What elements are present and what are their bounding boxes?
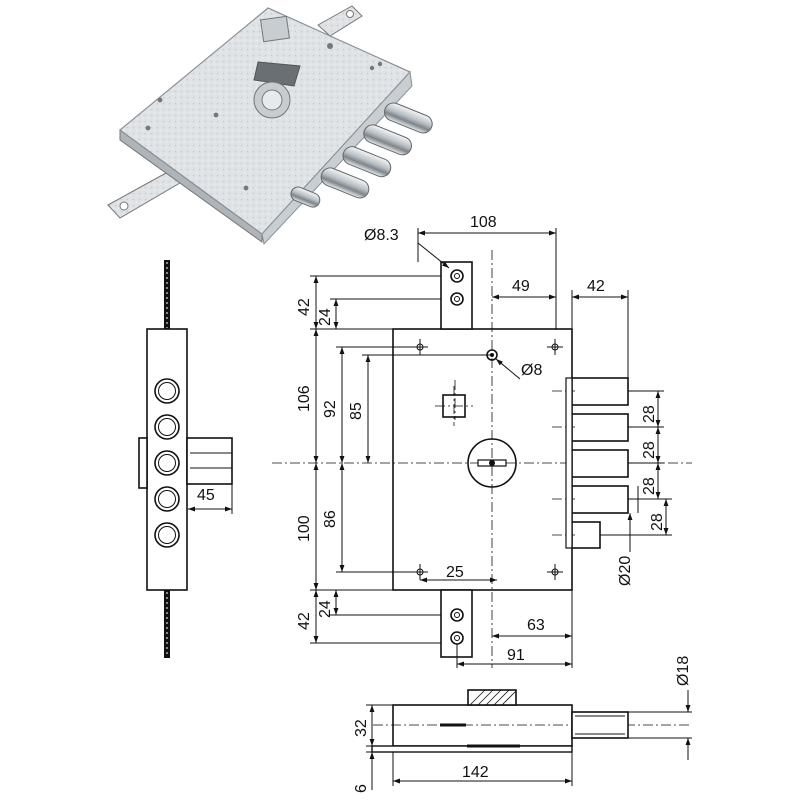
lock-product-photo: [107, 5, 433, 246]
dim-bolt-pitch-2: 28: [641, 441, 658, 459]
key-cylinder: [467, 438, 517, 488]
dim-front-top-offset: 42: [296, 298, 313, 316]
case-section: [392, 704, 573, 747]
main-elevation: 108 49 42 Ø8.3 Ø8 42 24 106 92 85 100 86: [272, 214, 692, 668]
dim-top-width: 108: [470, 214, 497, 231]
photo-bolts: [290, 102, 433, 208]
dim-upper-height: 106: [296, 385, 313, 412]
dim-side-throw: 45: [197, 487, 215, 504]
dim-front-bottom-inner: 24: [317, 600, 334, 618]
dim-bolt-pitch-4: 28: [649, 513, 666, 531]
dim-top-offset: 49: [512, 278, 530, 295]
dim-case-length: 142: [462, 764, 489, 781]
dim-backset-small: 25: [446, 564, 464, 581]
dim-lower-height: 100: [296, 515, 313, 542]
dim-bolt-pitch-3: 28: [641, 477, 658, 495]
dim-bolt-dia: Ø18: [675, 656, 692, 686]
dim-front-top-inner: 24: [317, 308, 334, 326]
front-view: 45: [138, 260, 233, 658]
dim-plate-thickness: 6: [353, 784, 370, 793]
dim-bolt-throw: 42: [587, 278, 605, 295]
section-view: Ø18 32 6 142: [353, 656, 692, 793]
dim-case-thickness: 32: [353, 719, 370, 737]
dim-backset: 63: [527, 617, 545, 634]
dim-front-bottom-offset: 42: [296, 612, 313, 630]
dim-hole-dia: Ø8.3: [364, 227, 399, 244]
dim-backset-total: 91: [507, 647, 525, 664]
front-bolt-heads: [154, 378, 180, 548]
dim-lower-inner: 86: [322, 510, 339, 528]
dim-bolt-pitch-1: 28: [641, 405, 658, 423]
dim-pin-dia: Ø8: [521, 362, 542, 379]
deadbolts-side: [552, 377, 629, 549]
dim-key-offset: 85: [348, 402, 365, 420]
top-fixing-tab: [440, 261, 473, 330]
dim-latch-dia: Ø20: [617, 556, 634, 586]
dim-upper-inner: 92: [322, 400, 339, 418]
tab-hatch: [467, 689, 517, 706]
